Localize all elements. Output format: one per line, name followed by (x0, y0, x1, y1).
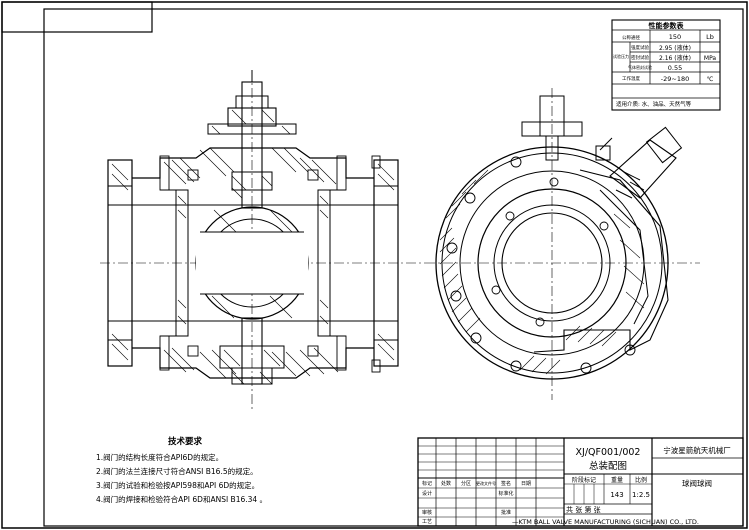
tech-req-item-2: 2.阀门的法兰连接尺寸符合ANSI B16.5的规定。 (96, 466, 258, 476)
params-value-3: 0.55 (668, 64, 682, 72)
sign-row-review: 审核 (422, 509, 432, 516)
weight-value: 143 (610, 491, 623, 499)
manufacturer-footer: —KTM BALL VALVE MANUFACTURING (SICHUAN) … (512, 518, 699, 526)
drawing-name: 总装配图 (589, 460, 627, 472)
company-name: 宁波星箭航天机械厂 (663, 445, 731, 455)
std-label: 标准化 (498, 490, 513, 497)
rev-header-2: 分区 (461, 480, 471, 487)
params-table: 性能参数表 公称通径 强度试验 密封试验 气体密封试验 工作温度 试验压力 15… (611, 19, 721, 111)
sign-row-design: 设计 (422, 490, 432, 497)
rev-header-1: 处数 (441, 480, 451, 487)
tech-req-item-3: 3.阀门的试验和检验按API598和API 6D的规定。 (96, 480, 259, 490)
params-value-4: -29~180 (661, 75, 689, 83)
params-label-1: 强度试验 (631, 44, 649, 51)
approve-label: 批准 (501, 509, 511, 516)
rev-header-3: 更改文件号 (476, 480, 496, 486)
params-media: 适用介质: 水、油品、天然气等 (616, 100, 692, 108)
drawing-number: XJ/QF001/002 (576, 447, 641, 458)
section-view-left (100, 70, 425, 412)
params-label-4: 工作温度 (622, 75, 640, 82)
tech-req-title: 技术要求 (168, 436, 203, 447)
product-name: 球阀球阀 (682, 478, 712, 488)
rev-header-4: 签名 (501, 480, 511, 487)
stage-mark-label: 阶段标记 (572, 476, 596, 484)
params-value-1: 2.95 (液体) (659, 44, 691, 52)
params-table-title: 性能参数表 (649, 21, 685, 30)
params-label-2: 密封试验 (631, 54, 649, 61)
params-label-3: 气体密封试验 (628, 64, 652, 70)
params-unit-1: MPa (704, 55, 717, 62)
params-unit-4: ℃ (707, 76, 714, 83)
sign-row-process: 工艺 (422, 519, 432, 525)
title-block: XJ/QF001/002 总装配图 宁波星箭航天机械厂 球阀球阀 阶段标记 重量… (417, 437, 744, 527)
rev-header-0: 标记 (422, 480, 432, 487)
scale-value: 1:2.5 (632, 491, 650, 499)
weight-label: 重量 (611, 476, 623, 484)
technical-requirements: 技术要求 1.阀门的结构长度符合API6D的规定。 2.阀门的法兰连接尺寸符合A… (96, 436, 267, 504)
end-view-right (425, 88, 700, 400)
params-unit-0: Lb (706, 33, 714, 41)
tech-req-item-1: 1.阀门的结构长度符合API6D的规定。 (96, 452, 223, 462)
params-value-0: 150 (669, 33, 681, 41)
rev-header-5: 日期 (521, 481, 531, 487)
tech-req-item-4: 4.阀门的焊接和检验符合API 6D和ANSI B16.34 。 (96, 494, 267, 504)
params-group-label: 试验压力 (613, 53, 629, 59)
sheet-count: 共 张 第 张 (566, 505, 601, 514)
params-label-0: 公称通径 (622, 34, 640, 41)
params-value-2: 2.16 (液体) (659, 54, 691, 62)
scale-label: 比例 (635, 476, 647, 484)
